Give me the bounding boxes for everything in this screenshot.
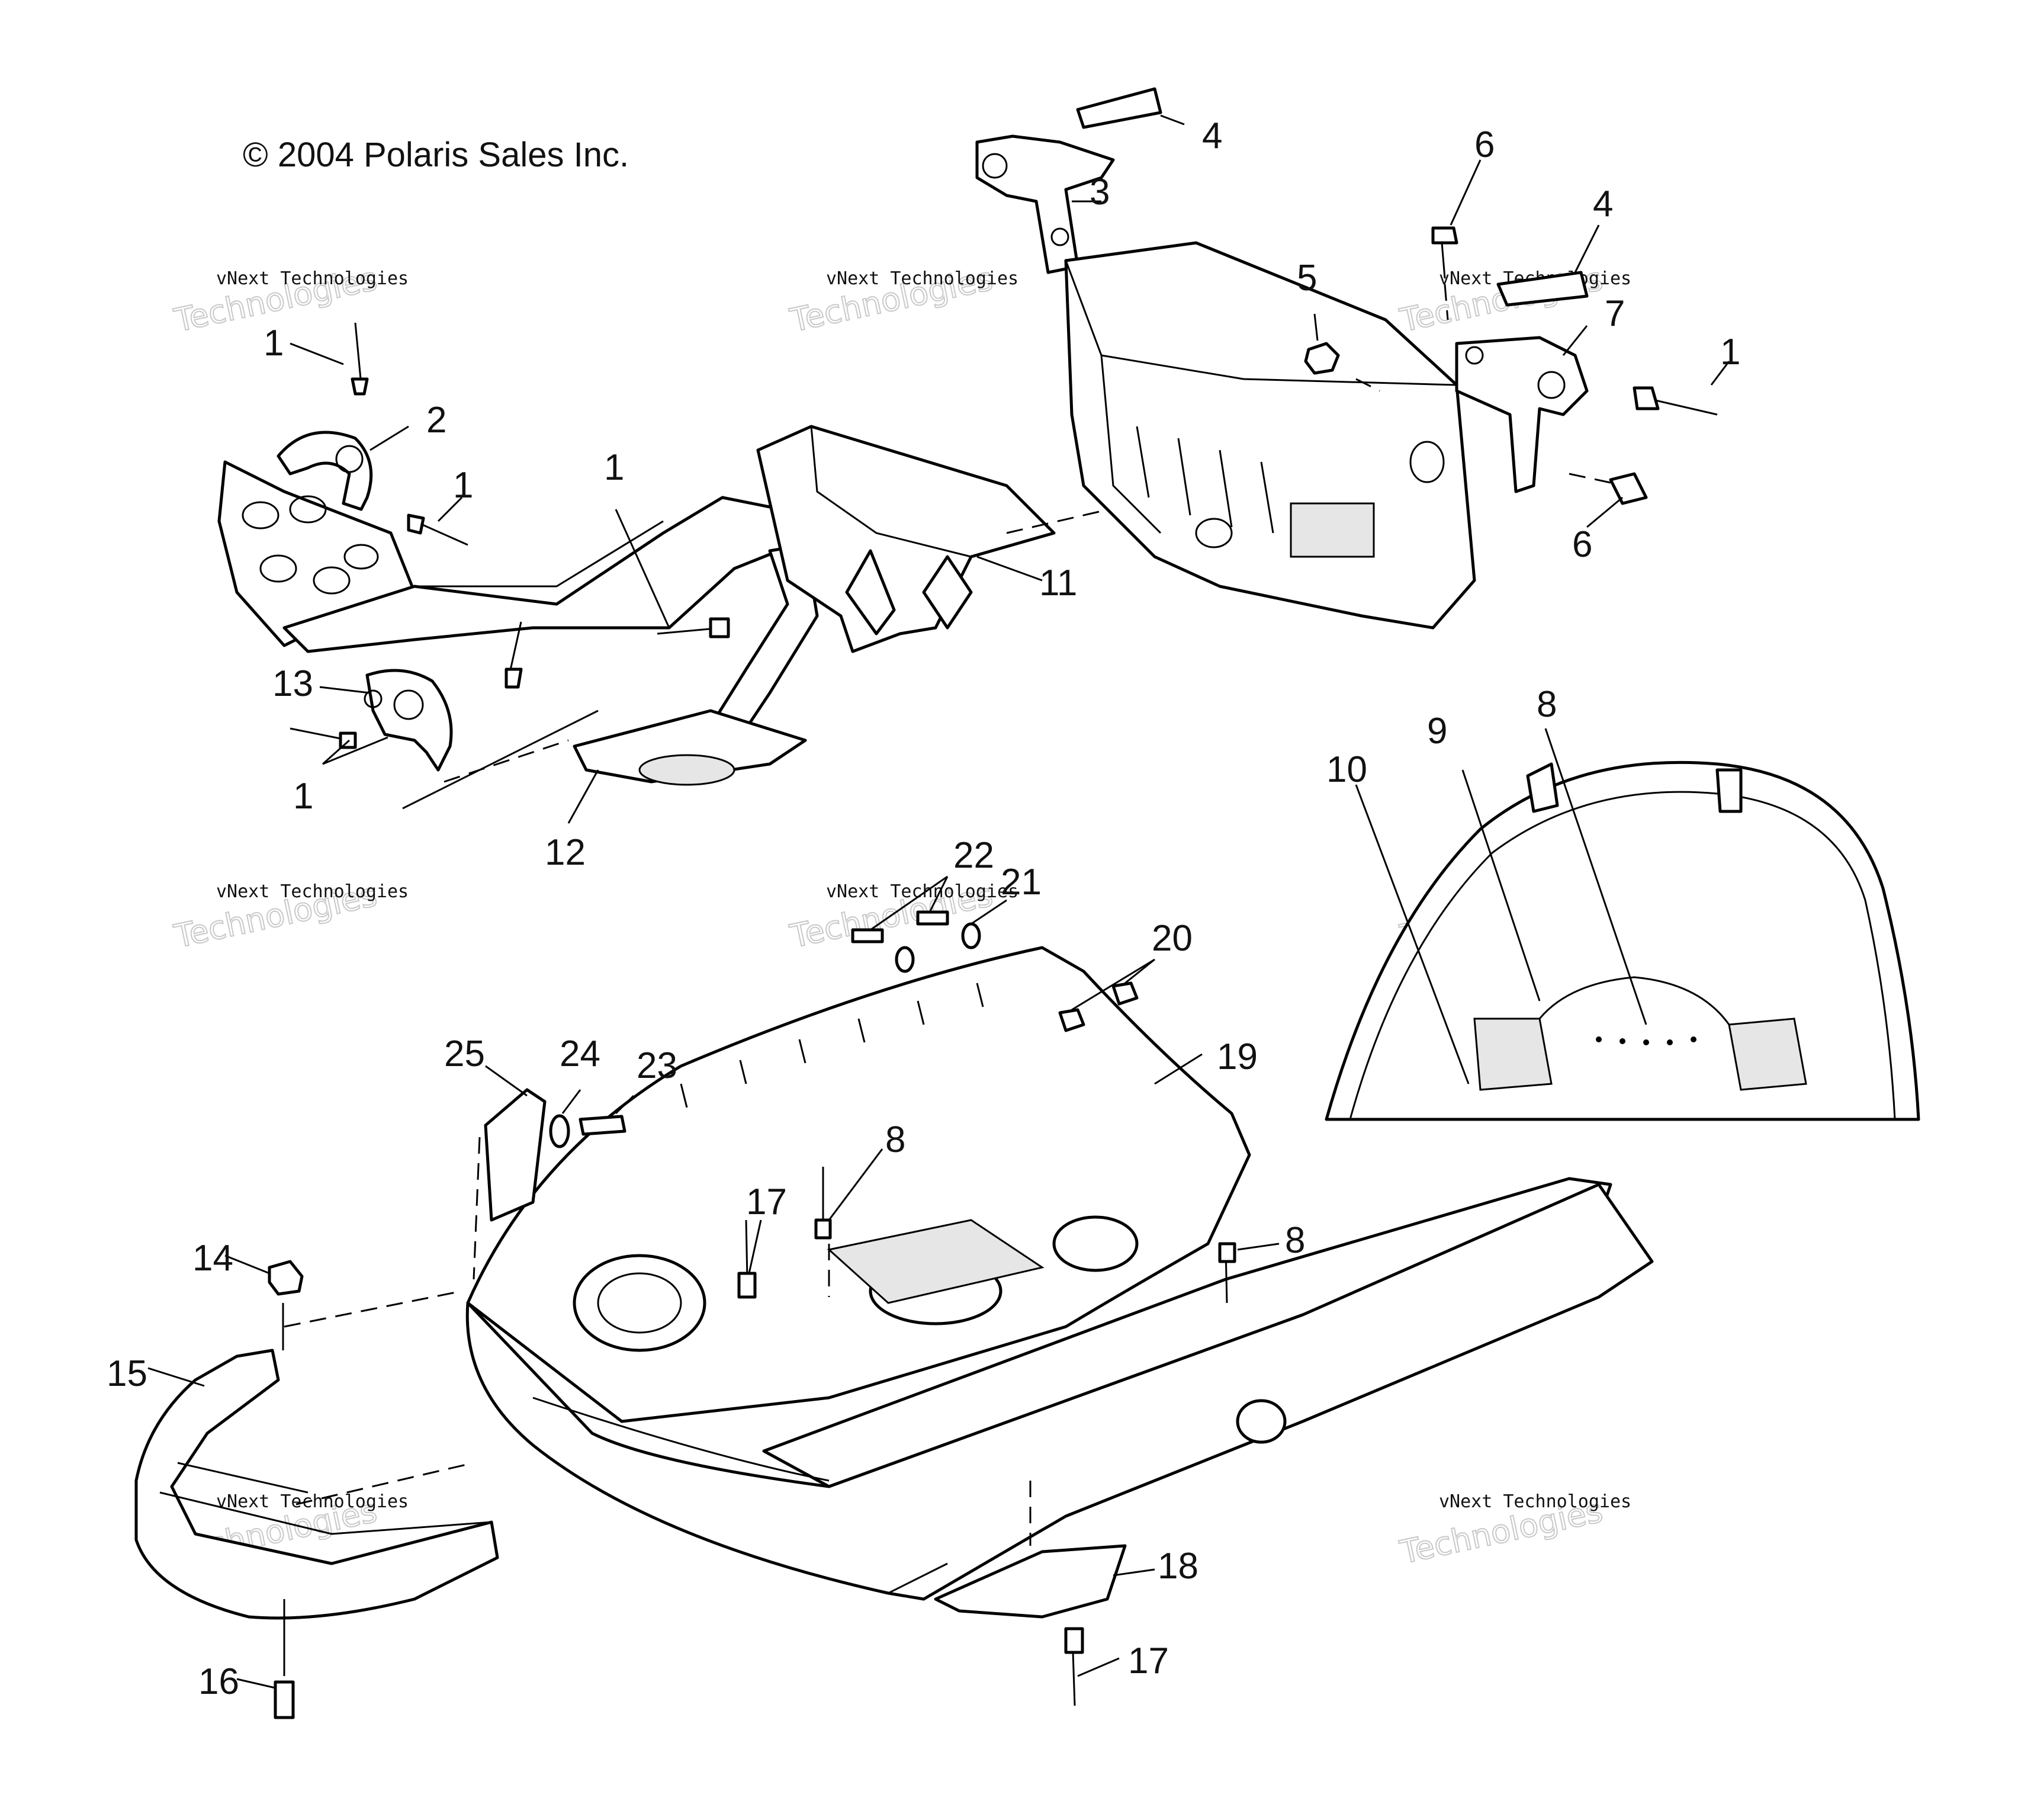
callout-4-top: 4 xyxy=(1202,115,1222,156)
callout-8-mid: 8 xyxy=(885,1119,905,1160)
callout-14: 14 xyxy=(192,1238,233,1279)
hood-assembly xyxy=(134,910,1654,1719)
bracket-3 xyxy=(975,134,1115,274)
callout-leaders xyxy=(147,114,1730,1689)
callout-8-inset: 8 xyxy=(1537,684,1557,725)
housing-11 xyxy=(756,425,1056,653)
callout-24: 24 xyxy=(560,1033,600,1074)
bolt-16 xyxy=(274,1680,295,1719)
callout-18: 18 xyxy=(1158,1546,1198,1587)
ski-plate-12 xyxy=(573,709,807,784)
callout-1-b: 1 xyxy=(453,465,473,506)
callout-10: 10 xyxy=(1326,749,1367,790)
bolt-22b xyxy=(916,910,949,926)
callout-23: 23 xyxy=(637,1045,677,1086)
callout-4-right: 4 xyxy=(1593,184,1613,224)
bracket-13 xyxy=(365,669,453,772)
rivet-17-upper xyxy=(737,1272,757,1299)
skid-plate-18 xyxy=(934,1544,1127,1619)
copyright-notice: © 2004 Polaris Sales Inc. xyxy=(243,136,629,174)
nut-20a xyxy=(1058,1008,1085,1032)
callout-20: 20 xyxy=(1152,918,1193,959)
callout-6-lower: 6 xyxy=(1572,524,1592,565)
bolt-22a xyxy=(851,928,884,943)
svg-text:vNext Technologies: vNext Technologies xyxy=(826,268,1018,289)
callout-labels: 4 3 4 6 5 7 1 6 11 1 2 1 1 13 1 12 8 9 1… xyxy=(107,115,1740,1702)
callout-1-a: 1 xyxy=(264,323,284,364)
watermark-2: Technologies vNext Technologies xyxy=(786,259,1018,340)
callout-19: 19 xyxy=(1217,1036,1258,1077)
callout-9: 9 xyxy=(1427,711,1447,752)
callout-12: 12 xyxy=(545,832,586,873)
screw-8-right xyxy=(1218,1242,1236,1263)
watermark-4: Technologies vNext Technologies xyxy=(171,875,409,956)
svg-text:vNext Technologies: vNext Technologies xyxy=(216,268,409,289)
rear-bulkhead-assembly xyxy=(975,87,1718,630)
nut-14 xyxy=(268,1260,304,1296)
nut-5 xyxy=(1304,342,1340,375)
callout-3: 3 xyxy=(1090,172,1110,213)
bracket-7 xyxy=(1455,336,1589,493)
nut-20b xyxy=(1111,981,1139,1006)
watermark-1: Technologies vNext Technologies xyxy=(171,259,409,340)
callout-25: 25 xyxy=(444,1033,485,1074)
screw-8-mid xyxy=(814,1218,832,1240)
svg-text:vNext Technologies: vNext Technologies xyxy=(216,881,409,902)
callout-1-right: 1 xyxy=(1720,332,1740,373)
svg-text:vNext Technologies: vNext Technologies xyxy=(1439,1491,1631,1512)
bolt-23 xyxy=(579,1115,626,1136)
callout-6-top: 6 xyxy=(1474,124,1495,165)
bumper-15 xyxy=(134,1349,499,1620)
washer-21a xyxy=(895,946,915,973)
bracket-2 xyxy=(277,431,373,511)
inset-detail xyxy=(1325,760,1920,1121)
washer-24 xyxy=(549,1114,570,1148)
callout-11: 11 xyxy=(1039,563,1077,604)
svg-text:vNext Technologies: vNext Technologies xyxy=(826,881,1018,902)
callout-13: 13 xyxy=(272,663,313,704)
bolt-6-top xyxy=(1431,226,1458,245)
decal-4-top xyxy=(1076,87,1162,129)
svg-text:vNext Technologies: vNext Technologies xyxy=(216,1491,409,1512)
callout-17-upper: 17 xyxy=(746,1182,787,1222)
callout-16: 16 xyxy=(198,1661,239,1702)
callout-15: 15 xyxy=(107,1353,147,1394)
callout-21: 21 xyxy=(1001,862,1042,903)
callout-1-c: 1 xyxy=(604,447,624,488)
callout-17-lower: 17 xyxy=(1128,1641,1169,1681)
rivet-17-lower xyxy=(1064,1627,1084,1654)
callout-5: 5 xyxy=(1297,258,1317,298)
callout-8-right: 8 xyxy=(1285,1220,1305,1261)
callout-1-d: 1 xyxy=(293,776,313,817)
decal-4-right xyxy=(1496,271,1589,307)
bracket-25 xyxy=(484,1088,547,1222)
callout-2: 2 xyxy=(426,400,446,441)
washer-21b xyxy=(961,922,981,949)
callout-7: 7 xyxy=(1605,293,1625,334)
watermark-9: Technologies vNext Technologies xyxy=(1396,1491,1631,1572)
bolt-6-lower xyxy=(1609,472,1648,505)
front-frame-assembly xyxy=(217,322,1161,810)
callout-22: 22 xyxy=(953,835,994,876)
